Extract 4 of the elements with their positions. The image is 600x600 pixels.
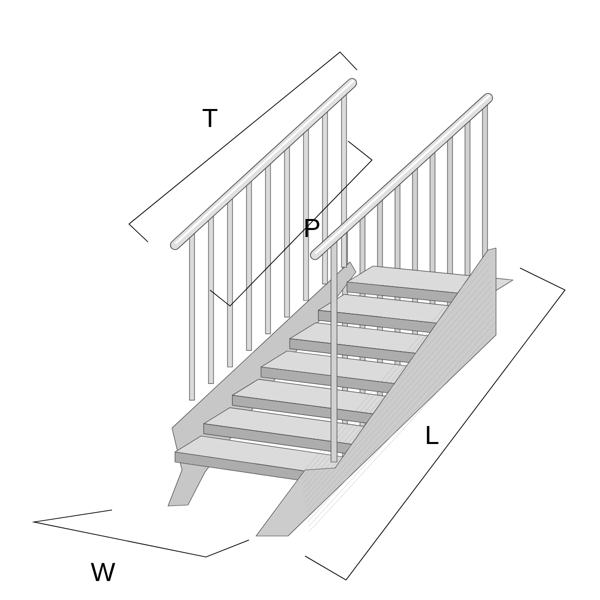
dimension-label: W — [90, 563, 116, 581]
dimension-label: L — [426, 426, 438, 444]
dimension-label: T — [202, 109, 218, 127]
dimension-label: P — [305, 219, 320, 237]
